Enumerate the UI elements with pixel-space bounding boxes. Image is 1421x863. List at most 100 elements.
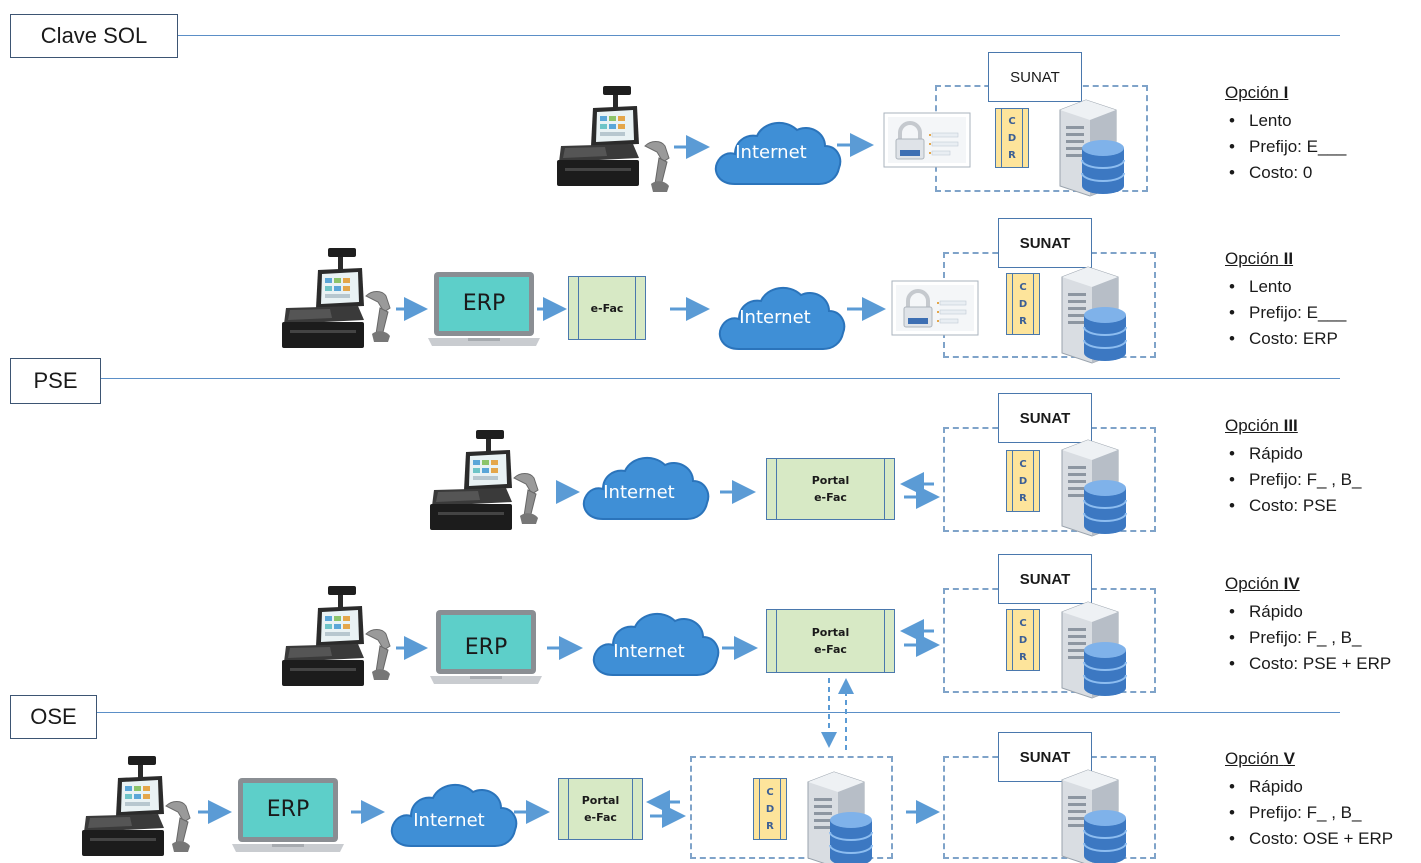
option-title: Opción I [1225,82,1346,104]
section-divider-pse [101,378,1340,379]
option-title: Opción II [1225,248,1346,270]
option-numeral: V [1283,749,1295,768]
pos-terminal-icon [82,756,164,856]
cdr-letter-c: C [1019,281,1027,293]
portal-label: Portal [581,794,620,807]
option-title-prefix: Opción [1225,574,1279,593]
section-divider-clave-sol [178,35,1340,36]
option-2: Opción II Lento Prefijo: E___ Costo: ERP [1225,248,1346,352]
cdr-letter-r: R [1008,149,1016,161]
cdr-letter-r: R [766,820,774,832]
option-title-prefix: Opción [1225,249,1279,268]
option-bullet: Costo: OSE + ERP [1225,826,1393,852]
cdr-letter-d: D [1007,132,1017,144]
barcode-scanner-icon [644,141,670,193]
cloud-label: Internet [613,641,684,662]
option-bullet: Costo: 0 [1225,160,1346,186]
sunat-label-4: SUNAT [998,554,1092,604]
pos-terminal-icon [282,586,364,686]
ose-link-arrows [821,678,854,750]
option-bullet: Rápido [1225,774,1393,800]
cdr-box-3: C D R [1006,450,1040,512]
cdr-box-1: C D R [995,108,1029,168]
cdr-box-ose: C D R [753,778,787,840]
portal-efac-box-3: Portal e-Fac [766,458,895,520]
barcode-scanner-icon [365,291,391,343]
efac-label: e-Fac [814,491,847,504]
cdr-box-4: C D R [1006,609,1040,671]
server-database-icon [807,771,873,863]
option-bullet: Lento [1225,274,1346,300]
server-database-icon [1059,99,1125,197]
option-5: Opción V Rápido Prefijo: F_ , B_ Costo: … [1225,748,1393,852]
pos-terminal-icon [557,86,639,186]
option-bullet: Prefijo: E___ [1225,134,1346,160]
option-bullet: Costo: PSE [1225,493,1361,519]
erp-label: ERP [465,635,507,660]
efac-label: e-Fac [590,301,624,315]
server-database-icon [1061,266,1127,364]
option-bullet: Costo: ERP [1225,326,1346,352]
pos-terminal-icon [282,248,364,348]
option-title-prefix: Opción [1225,83,1279,102]
efac-label: e-Fac [584,811,617,824]
barcode-scanner-icon [165,801,191,853]
cdr-letter-c: C [1019,458,1027,470]
cloud-label: Internet [735,142,806,163]
cdr-letter-c: C [1019,617,1027,629]
cdr-letter-r: R [1019,315,1027,327]
cdr-letter-c: C [766,786,774,798]
option-bullet: Prefijo: F_ , B_ [1225,467,1361,493]
sunat-label-3: SUNAT [998,393,1092,443]
portal-efac-box-5: Portal e-Fac [558,778,643,840]
sunat-label-2: SUNAT [998,218,1092,268]
login-screen-icon [890,279,980,337]
option-bullet: Prefijo: F_ , B_ [1225,800,1393,826]
option-bullet: Lento [1225,108,1346,134]
sunat-text: SUNAT [1010,68,1060,86]
sunat-label-1: SUNAT [988,52,1082,102]
sunat-text: SUNAT [1019,570,1071,588]
option-numeral: I [1283,83,1289,102]
cloud-label: Internet [739,307,810,328]
server-database-icon [1061,601,1127,699]
option-title: Opción III [1225,415,1361,437]
option-numeral: II [1283,249,1294,268]
option-3: Opción III Rápido Prefijo: F_ , B_ Costo… [1225,415,1361,519]
cdr-box-2: C D R [1006,273,1040,335]
cdr-letter-d: D [1018,298,1028,310]
section-ose: OSE [10,695,97,739]
option-bullet: Costo: PSE + ERP [1225,651,1391,677]
cdr-letter-d: D [765,803,775,815]
sunat-text: SUNAT [1019,409,1071,427]
option-title: Opción IV [1225,573,1391,595]
erp-label: ERP [463,291,505,316]
cdr-letter-r: R [1019,492,1027,504]
pos-terminal-icon [430,430,512,530]
barcode-scanner-icon [513,473,539,525]
section-pse: PSE [10,358,101,404]
portal-efac-box-4: Portal e-Fac [766,609,895,673]
flow-arrows [198,133,940,828]
login-screen-icon [882,111,972,169]
cdr-letter-d: D [1018,475,1028,487]
section-clave-sol: Clave SOL [10,14,178,58]
option-1: Opción I Lento Prefijo: E___ Costo: 0 [1225,82,1346,186]
sunat-text: SUNAT [1019,234,1071,252]
erp-label: ERP [267,797,309,822]
option-bullet: Prefijo: F_ , B_ [1225,625,1391,651]
sunat-label-5: SUNAT [998,732,1092,782]
option-title-prefix: Opción [1225,416,1279,435]
option-4: Opción IV Rápido Prefijo: F_ , B_ Costo:… [1225,573,1391,677]
cloud-label: Internet [413,810,484,831]
efac-box: e-Fac [568,276,646,340]
option-bullet: Prefijo: E___ [1225,300,1346,326]
server-database-icon [1061,769,1127,863]
option-numeral: III [1283,416,1298,435]
efac-label: e-Fac [814,643,847,656]
cdr-letter-c: C [1008,115,1016,127]
portal-label: Portal [811,626,850,639]
option-bullet: Rápido [1225,599,1391,625]
ose-container [690,756,893,859]
